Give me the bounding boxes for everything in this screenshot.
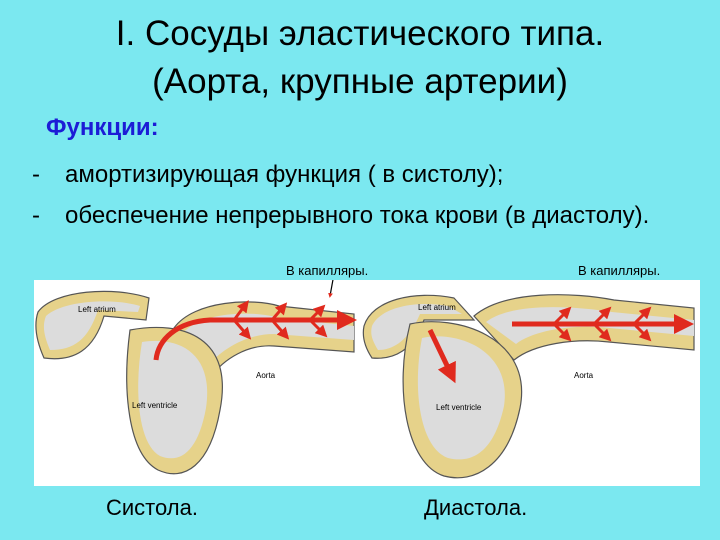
note-to-capillaries-left: В капилляры. (286, 263, 369, 278)
list-item: - обеспечение непрерывного тока крови (в… (30, 199, 710, 233)
branch-arrow (592, 306, 612, 326)
bullet-text: обеспечение непрерывного тока крови (в д… (65, 202, 650, 229)
label-left-atrium: Left atrium (418, 303, 456, 312)
list-item: - амортизирующая функция ( в систолу); (30, 158, 710, 192)
aorta-lumen (184, 313, 354, 368)
branch-arrow (552, 306, 572, 326)
bullet-dash: - (32, 161, 40, 188)
branch-arrow (632, 306, 652, 326)
branch-arrow (308, 318, 328, 338)
systole-flow-arrow (153, 310, 357, 361)
caption-diastole: Диастола. (424, 495, 528, 520)
functions-list: - амортизирующая функция ( в систолу); -… (30, 158, 710, 240)
functions-heading: Функции: (46, 114, 159, 141)
heart-aorta-diagram: Left atrium Left ventricle Aorta Left at… (34, 280, 700, 486)
bullet-text: амортизирующая функция ( в систолу); (65, 161, 504, 188)
slide-title: I. Сосуды эластического типа. (Аорта, кр… (0, 10, 720, 106)
branch-arrow (592, 322, 612, 342)
diastole-panel: Left atrium Left ventricle Aorta (362, 294, 695, 479)
note-pointer-arrow (328, 280, 334, 298)
diastole-inflow-arrow (427, 328, 456, 384)
branch-arrow (270, 302, 288, 321)
title-line-1: I. Сосуды эластического типа. (115, 14, 605, 53)
note-to-capillaries-right: В капилляры. (578, 263, 661, 278)
label-left-atrium: Left atrium (78, 305, 116, 314)
caption-systole: Систола. (106, 495, 198, 520)
label-left-ventricle: Left ventricle (132, 401, 178, 410)
branch-arrow (232, 300, 249, 321)
bullet-dash: - (32, 202, 40, 229)
label-aorta: Aorta (256, 371, 276, 380)
branch-arrow (308, 304, 326, 322)
branch-arrow (632, 322, 652, 342)
label-aorta: Aorta (574, 371, 594, 380)
left-atrium-chamber (371, 304, 462, 350)
left-atrium-chamber (43, 301, 141, 350)
systole-panel: Left atrium Left ventricle Aorta (35, 290, 357, 475)
left-ventricle-chamber (138, 340, 208, 459)
branch-arrow (552, 322, 572, 342)
label-left-ventricle: Left ventricle (436, 403, 482, 412)
branch-arrow (270, 319, 290, 340)
title-line-2: (Аорта, крупные артерии) (152, 62, 568, 101)
branch-arrow (232, 319, 252, 340)
